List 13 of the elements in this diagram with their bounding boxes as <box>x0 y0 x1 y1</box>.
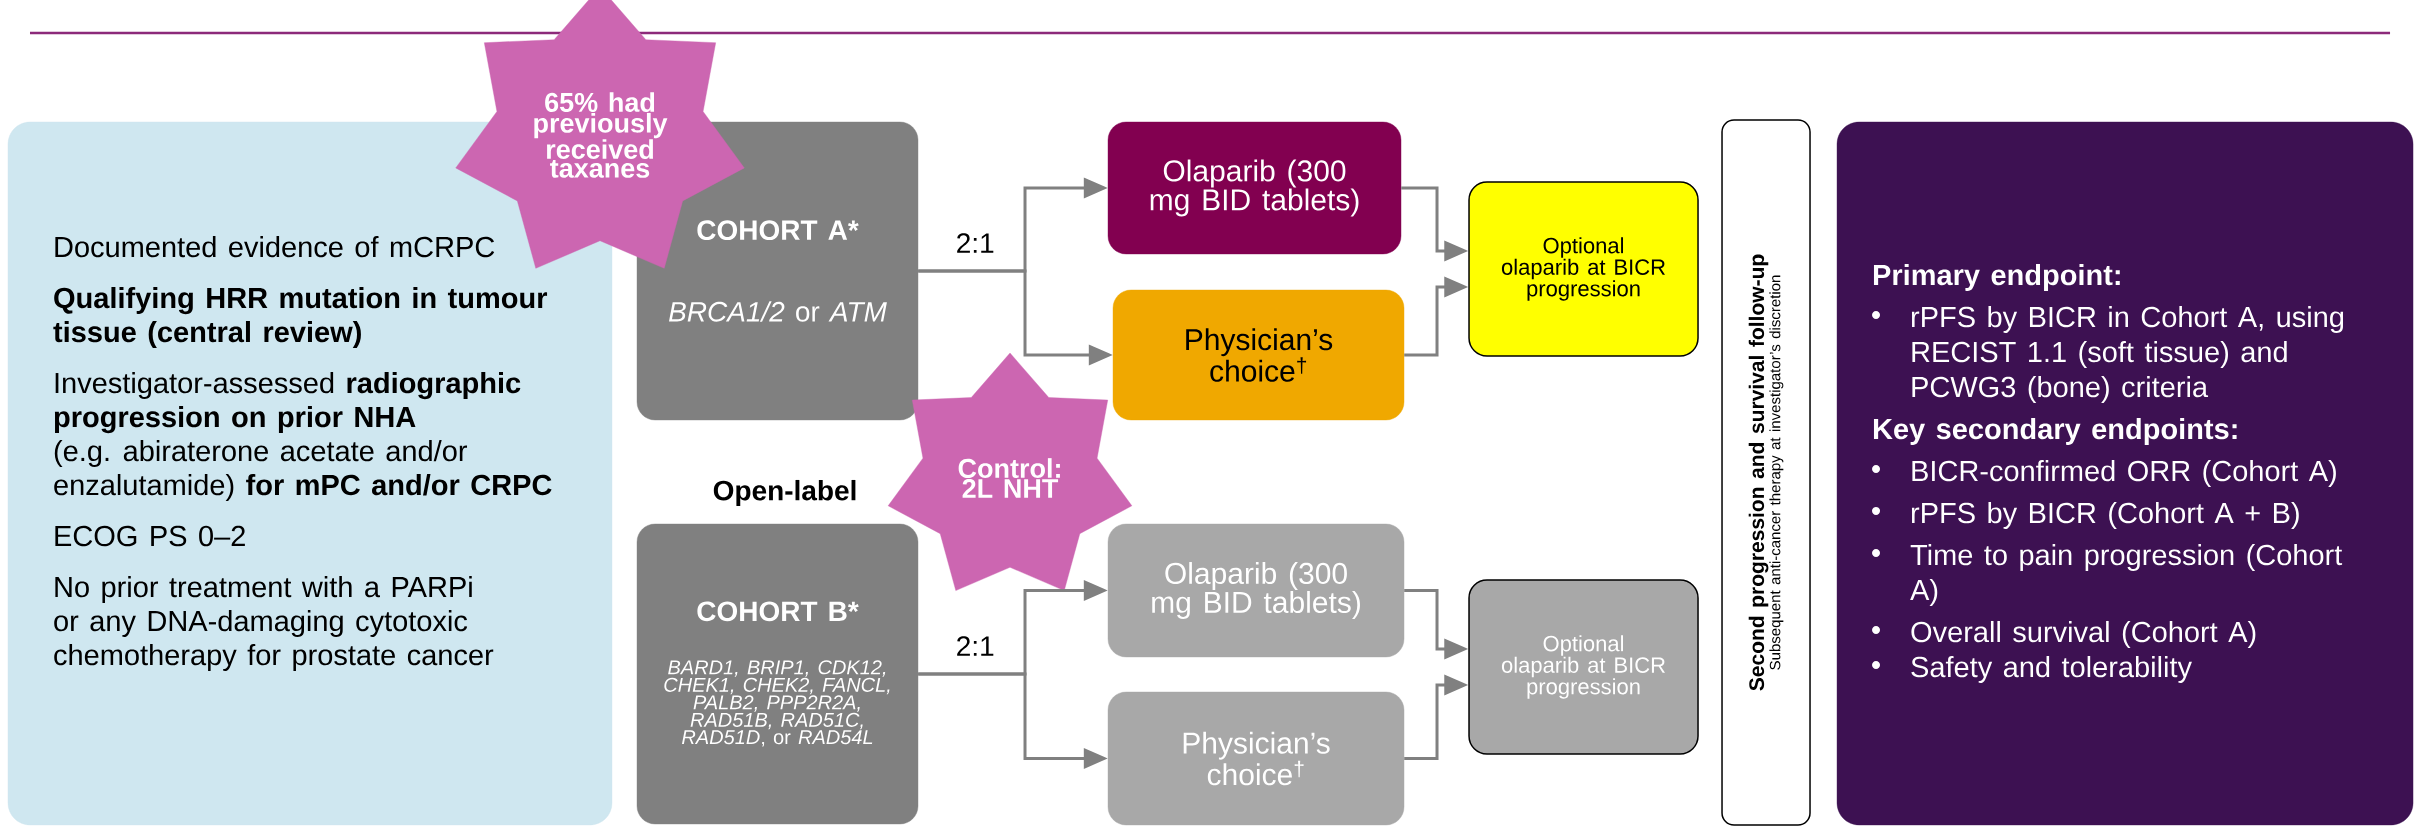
edge-label: 2:1 <box>957 636 994 656</box>
option-box: Optional olaparib at BICR progression <box>1468 181 1699 357</box>
endpoints-box: Primary endpoint: rPFS by BICR in Cohort A, using RECIST 1.1 (soft tissue) and PCWG3 (bone) criteria Key secondary endpoints: BICR-confirmed ORR (Cohort A) rPFS by BICR (Cohort A + B) Time to pain progression (Cohort A) Overall survival (Cohort A) Safety and tolerability <box>1836 121 2414 826</box>
cohort-box: COHORT B* BARD1, BRIP1, CDK12, CHEK1, CHEK2, FANCL, PALB2, PPP2R2A, RAD51B, RAD51C, RAD51D, or RAD54L <box>636 523 919 825</box>
follow-up-bar: Second progression and survival follow-up Subsequent anti-cancer therapy at investigator’s discretion <box>1721 119 1811 826</box>
treatment-box: Olaparib (300 mg BID tablets) <box>1107 523 1405 658</box>
section-label: Open-label <box>713 479 856 507</box>
star-badge: Control: 2L NHT <box>887 352 1133 591</box>
edge-label: 2:1 <box>957 233 994 253</box>
treatment-box: Physician’s choice$^{†}$ <box>1112 289 1405 421</box>
option-box: Optional olaparib at BICR progression <box>1468 579 1699 755</box>
treatment-box: Olaparib (300 mg BID tablets) <box>1107 121 1402 255</box>
treatment-box: Physician’s choice$^{†}$ <box>1107 691 1405 826</box>
